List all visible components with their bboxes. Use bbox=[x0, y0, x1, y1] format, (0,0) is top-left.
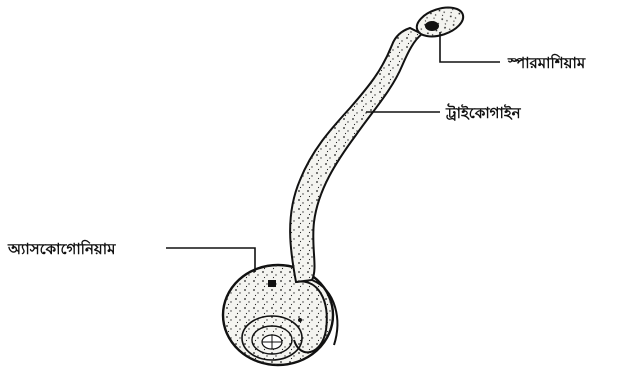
label-ascogonium: অ্যাসকোগোনিয়াম bbox=[8, 238, 115, 263]
label-spermatium: স্পারমাশিয়াম bbox=[508, 52, 585, 77]
trichogyne-filament bbox=[290, 28, 422, 282]
label-trichogyne: ট্রাইকোগাইন bbox=[446, 102, 521, 127]
